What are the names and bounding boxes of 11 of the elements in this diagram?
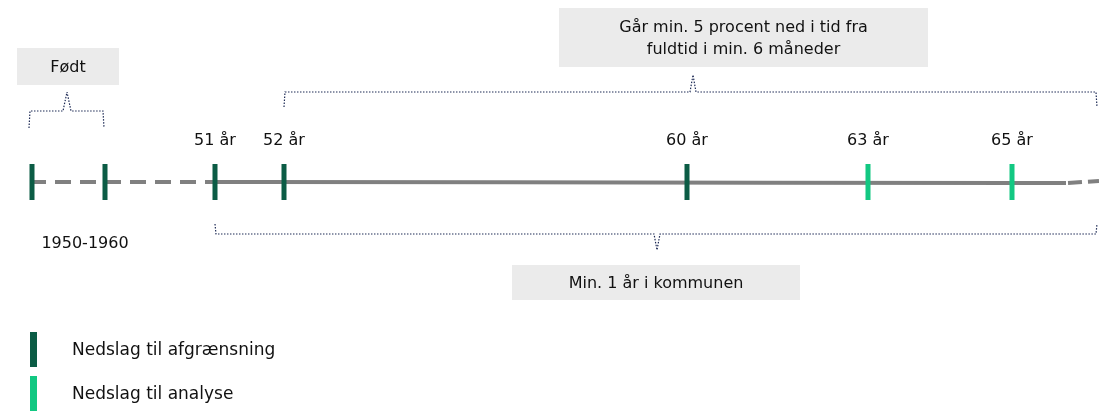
age-label: 63 år — [847, 130, 889, 149]
label-box: Går min. 5 procent ned i tid fra fuldtid i min. 6 måneder — [559, 8, 928, 67]
age-label: 52 år — [263, 130, 305, 149]
label-box: Min. 1 år i kommunen — [512, 265, 800, 300]
age-label: 60 år — [666, 130, 708, 149]
legend-label: Nedslag til afgrænsning — [72, 338, 276, 360]
label-box: Født — [17, 48, 119, 85]
legend-label: Nedslag til analyse — [72, 382, 234, 404]
age-label: 51 år — [194, 130, 236, 149]
year-range-label: 1950-1960 — [41, 233, 129, 252]
age-label: 65 år — [991, 130, 1033, 149]
